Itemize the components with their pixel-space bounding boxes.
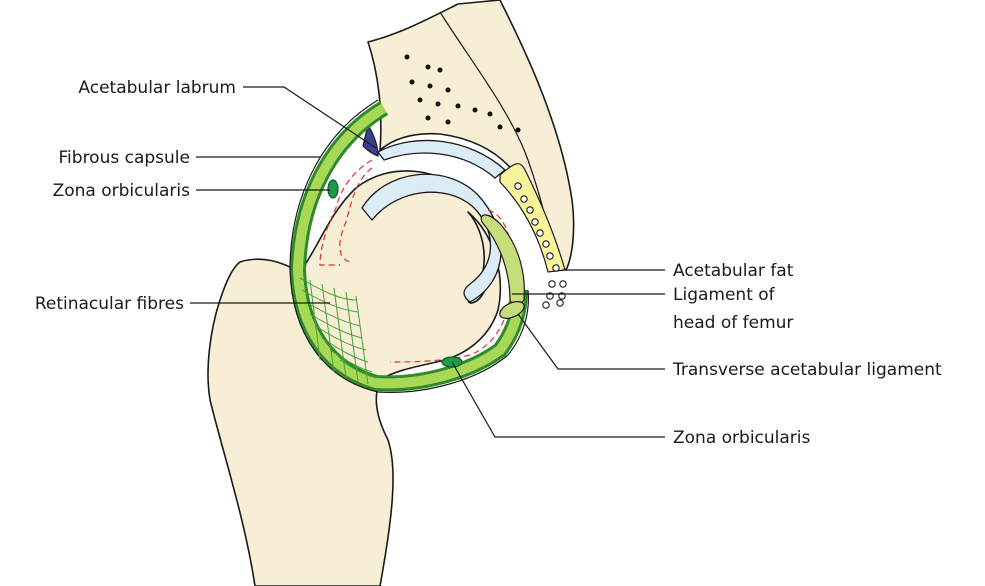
- zona-orbicularis-left: [328, 180, 338, 198]
- label-zona-orbicularis-bottom: Zona orbicularis: [673, 428, 811, 448]
- leader-zona-orbicularis-bottom: [452, 362, 665, 437]
- label-acetabular-labrum: Acetabular labrum: [78, 78, 236, 98]
- label-zona-orbicularis-left: Zona orbicularis: [53, 181, 191, 201]
- leader-transverse-ligament: [518, 314, 665, 369]
- label-ligament-head-line2: head of femur: [673, 313, 793, 333]
- label-fibrous-capsule: Fibrous capsule: [59, 148, 190, 168]
- label-ligament-head-line1: Ligament of: [673, 285, 776, 305]
- label-acetabular-fat: Acetabular fat: [673, 261, 794, 281]
- label-transverse-acetabular-ligament: Transverse acetabular ligament: [672, 360, 942, 380]
- label-retinacular-fibres: Retinacular fibres: [35, 294, 184, 314]
